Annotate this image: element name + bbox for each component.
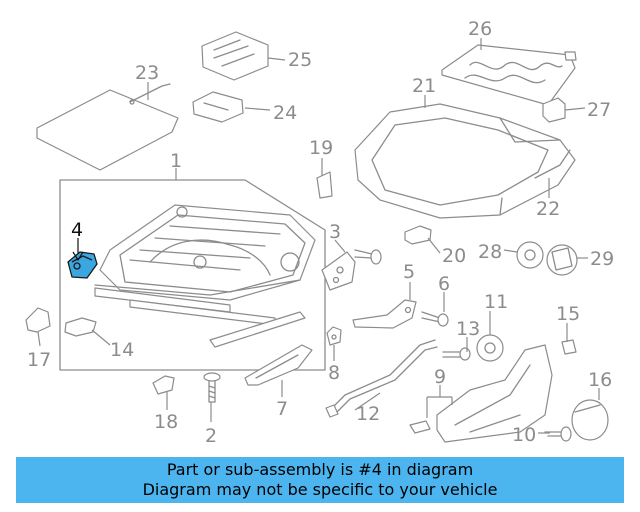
- callout-1[interactable]: 1: [170, 150, 182, 172]
- part-6-drawing: [421, 311, 449, 327]
- part-12-drawing: [325, 339, 438, 418]
- part-23-drawing: [36, 83, 179, 171]
- callout-14[interactable]: 14: [110, 339, 134, 361]
- callout-6[interactable]: 6: [438, 273, 450, 295]
- part-10-drawing: [544, 426, 572, 442]
- part-17-drawing: [25, 307, 51, 333]
- callout-25[interactable]: 25: [288, 49, 312, 71]
- callout-5[interactable]: 5: [403, 261, 415, 283]
- callout-18[interactable]: 18: [154, 411, 178, 433]
- part-4-highlighted-drawing: [67, 251, 98, 279]
- info-banner: Part or sub-assembly is #4 in diagram Di…: [16, 457, 624, 503]
- callout-23[interactable]: 23: [135, 62, 159, 84]
- part-18-drawing: [152, 375, 175, 395]
- callout-21[interactable]: 21: [412, 75, 436, 97]
- callout-22[interactable]: 22: [536, 198, 560, 220]
- parts-diagram: 1 2 3 4 5 6 7 8 9 10 11 12 13 14 15 16 1…: [25, 18, 614, 447]
- part-24-drawing: [192, 91, 244, 123]
- part-28-drawing: [516, 241, 544, 269]
- part-25-drawing: [201, 31, 269, 81]
- part-7-drawing: [244, 344, 313, 386]
- callout-27[interactable]: 27: [587, 99, 611, 121]
- callout-28[interactable]: 28: [478, 241, 502, 263]
- callout-11[interactable]: 11: [484, 291, 508, 313]
- callout-13[interactable]: 13: [456, 318, 480, 340]
- part-26-drawing: [441, 44, 577, 106]
- callout-29[interactable]: 29: [590, 248, 614, 270]
- banner-line-part: Part or sub-assembly is #4 in diagram: [166, 460, 474, 479]
- part-8-drawing: [326, 326, 342, 346]
- part-16-drawing: [571, 399, 609, 441]
- callout-15[interactable]: 15: [556, 303, 580, 325]
- banner-line-disclaimer: Diagram may not be specific to your vehi…: [142, 480, 498, 499]
- part-19-drawing: [316, 171, 333, 199]
- part-29-drawing: [546, 244, 578, 276]
- callout-3[interactable]: 3: [329, 221, 341, 243]
- callout-7[interactable]: 7: [276, 398, 288, 420]
- callout-19[interactable]: 19: [309, 137, 333, 159]
- callout-24[interactable]: 24: [273, 102, 297, 124]
- seat-frame-drawing: [94, 204, 316, 348]
- assembly-1-frame-box: [59, 179, 326, 371]
- part-3-drawing: [321, 249, 382, 291]
- part-15-drawing: [561, 339, 577, 355]
- callout-10[interactable]: 10: [512, 424, 536, 446]
- part-20-drawing: [404, 225, 432, 245]
- part-11-drawing: [476, 334, 504, 362]
- part-21-drawing: [354, 103, 576, 219]
- callout-8[interactable]: 8: [328, 362, 340, 384]
- callout-labels: 1 2 3 4 5 6 7 8 9 10 11 12 13 14 15 16 1…: [27, 18, 614, 447]
- part-9-drawing: [409, 344, 553, 443]
- callout-12[interactable]: 12: [356, 403, 380, 425]
- part-27-drawing: [542, 97, 566, 123]
- part-5-drawing: [352, 299, 417, 329]
- callout-9[interactable]: 9: [434, 366, 446, 388]
- part-2-drawing: [203, 372, 221, 403]
- callout-16[interactable]: 16: [588, 369, 612, 391]
- callout-20[interactable]: 20: [442, 245, 466, 267]
- part-14-drawing: [64, 317, 97, 337]
- callout-26[interactable]: 26: [468, 18, 492, 40]
- callout-4-selected[interactable]: 4: [71, 219, 83, 241]
- leader-lines: [37, 38, 600, 434]
- part-13-drawing: [442, 347, 471, 361]
- callout-17[interactable]: 17: [27, 349, 51, 371]
- part-22-drawing: [534, 149, 571, 179]
- callout-2[interactable]: 2: [205, 425, 217, 447]
